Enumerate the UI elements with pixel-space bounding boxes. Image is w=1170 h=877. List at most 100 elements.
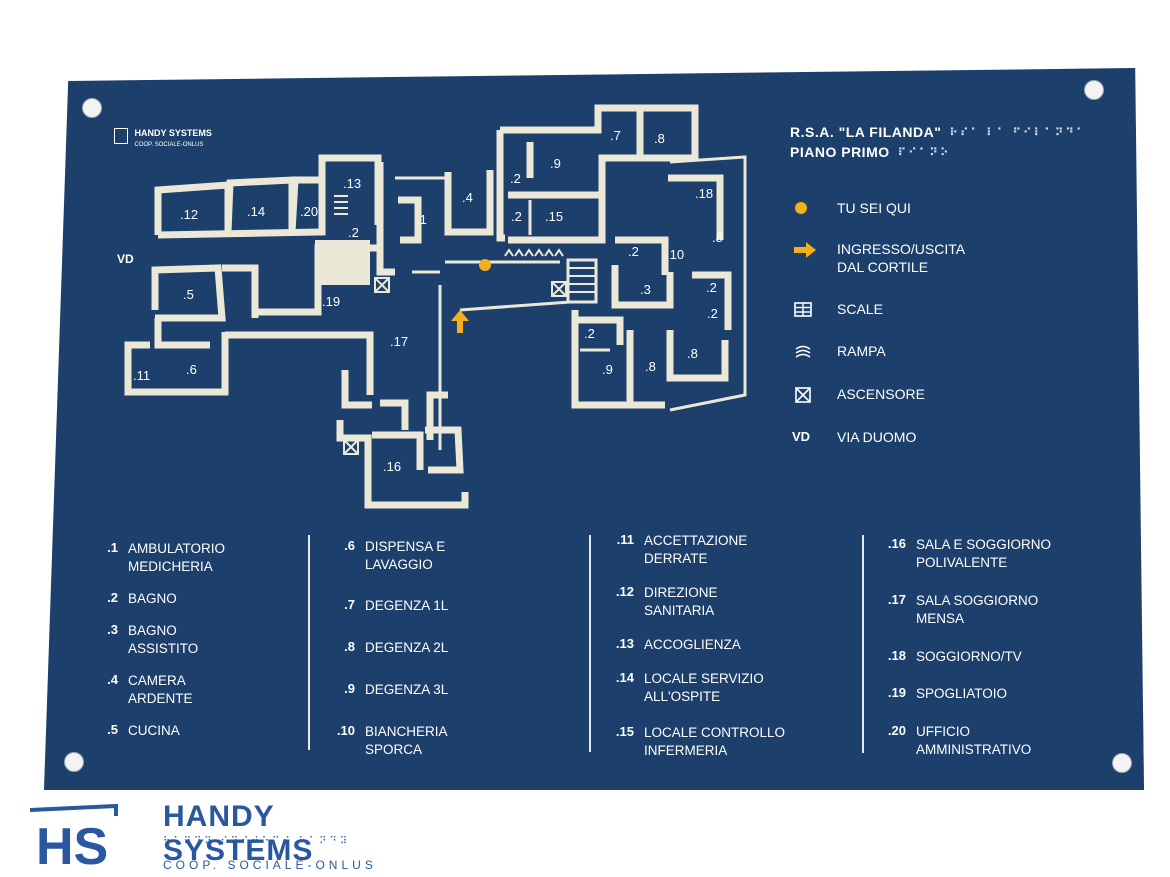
key-number: .1 — [107, 540, 118, 555]
column-divider — [308, 535, 310, 750]
room-labels: .12 .14 .20 .13 .2 .1 .4 .7 .8 .9 .2 .2 … — [133, 128, 723, 474]
room-label: .8 — [687, 346, 698, 361]
key-description: AMBULATORIO MEDICHERIA — [128, 541, 226, 574]
west-wing-walls — [124, 154, 382, 409]
mounting-hole-bottom-left — [64, 752, 84, 772]
room-label: .6 — [186, 362, 197, 377]
brand-tagline: COOP. SOCIALE-ONLUS — [163, 858, 377, 872]
stairs-icon — [794, 302, 812, 317]
room-label: .5 — [183, 287, 194, 302]
legend-label: TU SEI QUI — [837, 200, 911, 216]
room-label: .2 — [628, 244, 639, 259]
key-number: .7 — [344, 597, 355, 612]
key-number: .2 — [107, 590, 118, 605]
key-description: ACCOGLIENZA — [644, 637, 741, 652]
you-are-here-marker — [479, 259, 491, 271]
key-description: LOCALE CONTROLLO INFERMERIA — [644, 725, 786, 758]
room-label: .20 — [300, 204, 318, 219]
braille-dots: ⠏⠊⠁⠝⠕ — [897, 146, 951, 159]
key-number: .14 — [615, 670, 634, 685]
ramp-icon — [795, 345, 811, 358]
vd-icon: VD — [792, 429, 811, 444]
key-number: .12 — [615, 584, 634, 599]
key-number: .18 — [887, 648, 906, 663]
room-label: .4 — [462, 190, 473, 205]
key-number: .5 — [107, 722, 118, 737]
key-description: UFFICIO AMMINISTRATIVO — [916, 724, 1032, 757]
key-description: SPOGLIATOIO — [916, 686, 1008, 701]
key-number: .9 — [344, 681, 355, 696]
key-description: SALA E SOGGIORNO POLIVALENTE — [916, 537, 1052, 570]
room-label: .17 — [390, 334, 408, 349]
room-label: .15 — [545, 209, 563, 224]
column-divider — [862, 535, 864, 753]
title-line-1: R.S.A. "LA FILANDA" — [790, 124, 942, 140]
key-description: DEGENZA 2L — [365, 640, 449, 655]
room-label: .19 — [322, 294, 340, 309]
key-description: DEGENZA 1L — [365, 598, 449, 613]
brand-name: HANDY SYSTEMS — [163, 800, 314, 867]
stairs-steps-west — [334, 195, 348, 215]
legend-label: SCALE — [837, 301, 883, 317]
key-description: BAGNO — [128, 591, 177, 606]
brand-braille-dots: ⠓⠁⠝⠙⠽ ⠎⠽⠎⠞⠑⠍⠎ ⠓⠁⠝⠙⠽ — [163, 836, 351, 847]
braille-dots: ⠗⠎⠁ ⠇⠁ ⠋⠊⠇⠁⠝⠙⠁ — [949, 126, 1087, 139]
key-description: CAMERA ARDENTE — [128, 673, 193, 706]
you-are-here-icon — [795, 202, 807, 214]
room-label: .2 — [348, 225, 359, 240]
entrance-arrow-icon — [794, 242, 816, 258]
central-walls — [336, 162, 571, 509]
legend-label: INGRESSO/USCITA DAL CORTILE — [837, 241, 966, 275]
key-description: SALA SOGGIORNO MENSA — [916, 593, 1039, 626]
elevator-icon-south — [343, 439, 359, 455]
key-description: LOCALE SERVIZIO ALL'OSPITE — [644, 671, 764, 704]
room-label: .11 — [133, 368, 150, 383]
key-description: CUCINA — [128, 723, 180, 738]
key-number: .3 — [107, 622, 118, 637]
key-number: .15 — [615, 724, 634, 739]
key-number: .19 — [887, 685, 906, 700]
mounting-hole-top-right — [1084, 80, 1104, 100]
key-number: .11 — [616, 532, 634, 547]
elevator-icon-west — [374, 277, 390, 293]
brand-mark-icon: HS — [29, 803, 118, 876]
legend-label: VIA DUOMO — [837, 429, 917, 445]
stairs-steps-central — [568, 267, 596, 293]
stair-block-west — [315, 240, 370, 285]
room-label: .9 — [550, 156, 561, 171]
key-number: .13 — [615, 636, 634, 651]
room-label: .8 — [645, 359, 656, 374]
key-description: DIREZIONE SANITARIA — [644, 585, 718, 618]
svg-text:HS: HS — [36, 818, 108, 876]
room-label: .2 — [707, 306, 718, 321]
stairs-icon-central — [566, 258, 598, 304]
room-label: .14 — [247, 204, 265, 219]
small-logo-name: HANDY SYSTEMS — [134, 128, 212, 138]
brand-logo: HS HANDY SYSTEMS ⠓⠁⠝⠙⠽ ⠎⠽⠎⠞⠑⠍⠎ ⠓⠁⠝⠙⠽ COO… — [28, 800, 428, 877]
north-east-walls — [496, 104, 747, 412]
room-label: .8 — [654, 131, 665, 146]
key-number: .8 — [344, 639, 355, 654]
elevator-icon — [795, 387, 811, 403]
key-number: .6 — [344, 538, 355, 553]
ramp-icon-corridor — [504, 248, 564, 257]
key-description: DEGENZA 3L — [365, 682, 449, 697]
small-logo-mark-icon — [114, 128, 128, 144]
room-label: .12 — [180, 207, 198, 222]
small-logo-tagline: COOP. SOCIALE-ONLUS — [134, 142, 204, 148]
sign-title: R.S.A. "LA FILANDA"⠗⠎⠁ ⠇⠁ ⠋⠊⠇⠁⠝⠙⠁ PIANO … — [790, 123, 1087, 163]
map-vd-label: VD — [117, 252, 134, 266]
room-label: .1 — [416, 212, 427, 227]
room-label: .3 — [640, 282, 651, 297]
column-divider — [589, 535, 591, 752]
key-number: .10 — [336, 723, 355, 738]
room-label: .2 — [511, 209, 522, 224]
small-logo: HANDY SYSTEMS COOP. SOCIALE-ONLUS — [114, 128, 212, 150]
mounting-hole-bottom-right — [1112, 753, 1132, 773]
key-number: .20 — [887, 723, 906, 738]
entrance-arrow-marker — [451, 310, 469, 333]
key-description: SOGGIORNO/TV — [916, 649, 1022, 664]
room-label: .18 — [695, 186, 713, 201]
elevator-icon-east — [551, 281, 567, 297]
